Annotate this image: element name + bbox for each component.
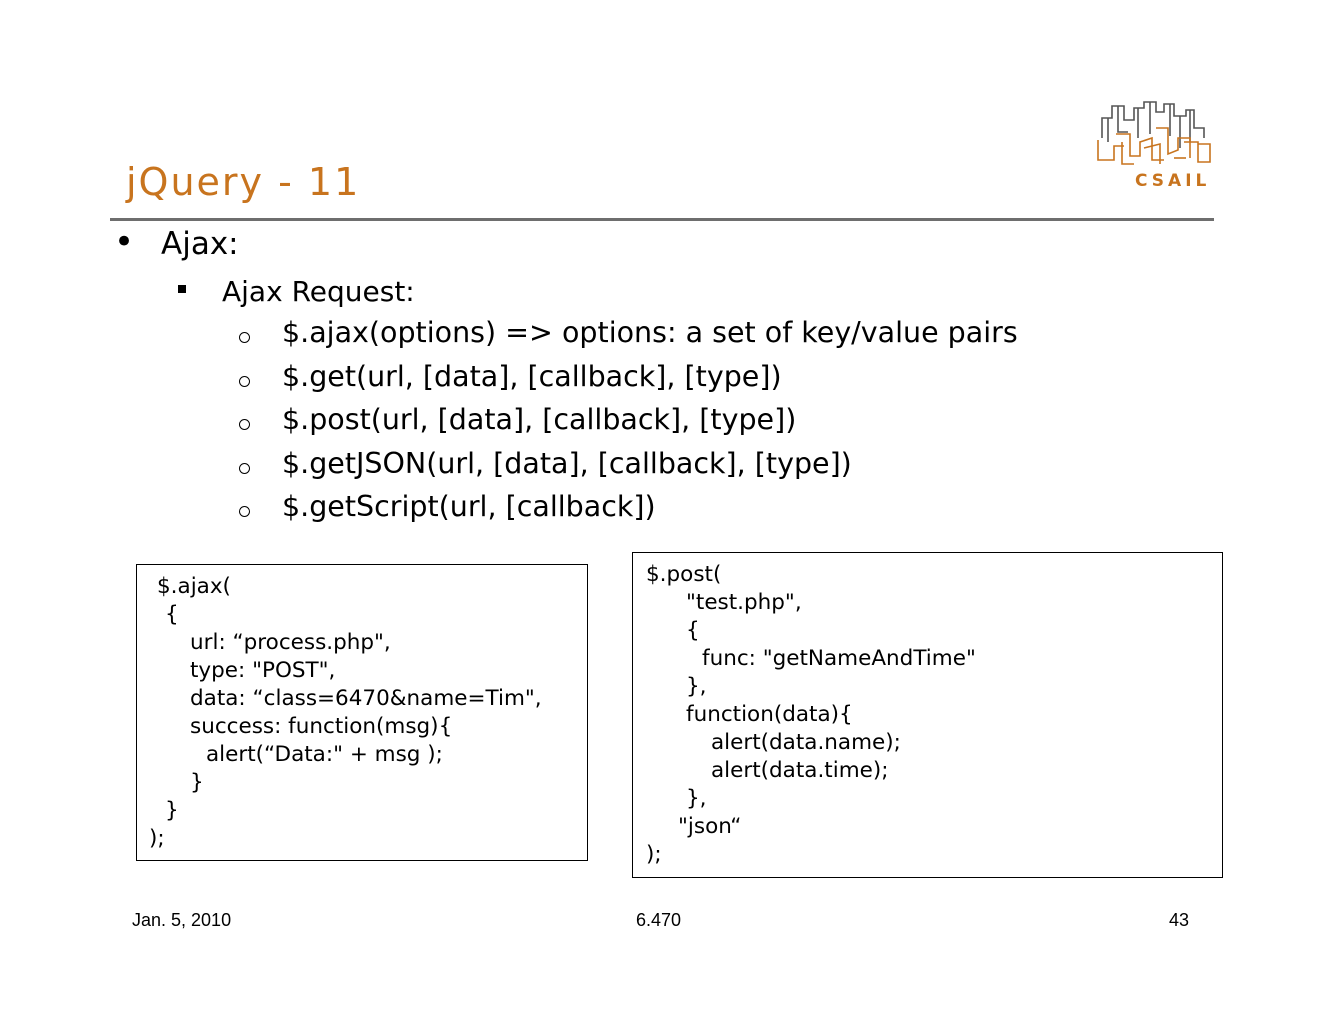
footer-date: Jan. 5, 2010: [132, 910, 232, 930]
list-item-text: $.ajax(options) => options: a set of key…: [282, 316, 1018, 349]
code-line: $.post(: [646, 562, 722, 587]
bullet-level2-text: Ajax Request:: [222, 275, 415, 308]
slide-title: jQuery - 11: [126, 160, 361, 204]
logo-text: CSAIL: [1135, 171, 1211, 191]
code-line: alert(data.name);: [711, 730, 901, 755]
code-line: }: [190, 770, 204, 795]
page-number: 43: [1169, 910, 1190, 930]
title-rule: [110, 218, 1214, 221]
csail-logo-icon: [1097, 101, 1211, 165]
code-line: "test.php",: [686, 590, 802, 615]
code-line: $.ajax(: [157, 574, 231, 599]
code-line: );: [149, 826, 165, 851]
square-bullet-icon: [178, 285, 186, 293]
circle-bullet-icon: [239, 462, 250, 474]
circle-bullet-icon: [239, 375, 250, 387]
list-item-text: $.post(url, [data], [callback], [type]): [282, 403, 797, 436]
code-line: url: “process.php",: [190, 630, 391, 655]
bullet-level1-text: Ajax:: [161, 226, 239, 262]
code-line: {: [165, 602, 179, 627]
list-item-text: $.getJSON(url, [data], [callback], [type…: [282, 446, 852, 480]
code-line: success: function(msg){: [190, 714, 453, 739]
post-code-box: $.post( "test.php", { func: "getNameAndT…: [632, 552, 1223, 878]
code-line: type: "POST",: [190, 658, 336, 683]
code-line: },: [686, 674, 707, 699]
code-line: }: [165, 798, 179, 823]
circle-bullet-icon: [239, 419, 250, 430]
code-line: alert(data.time);: [711, 758, 889, 783]
code-line: "json“: [678, 814, 742, 839]
list-item-text: $.getScript(url, [callback]): [282, 490, 656, 523]
bullet-dot-icon: •: [114, 222, 135, 262]
ajax-code-box: $.ajax( { url: “process.php", type: "POS…: [136, 564, 588, 861]
code-line: function(data){: [686, 702, 853, 727]
circle-bullet-icon: [239, 506, 250, 517]
list-item-text: $.get(url, [data], [callback], [type]): [282, 359, 782, 393]
code-line: func: "getNameAndTime": [702, 646, 976, 671]
code-line: {: [686, 618, 700, 643]
code-line: );: [646, 842, 662, 867]
code-line: },: [686, 786, 707, 811]
code-line: data: “class=6470&name=Tim",: [190, 686, 542, 711]
circle-bullet-icon: [239, 332, 250, 343]
footer-course: 6.470: [636, 910, 682, 930]
code-line: alert(“Data:" + msg );: [206, 742, 443, 767]
